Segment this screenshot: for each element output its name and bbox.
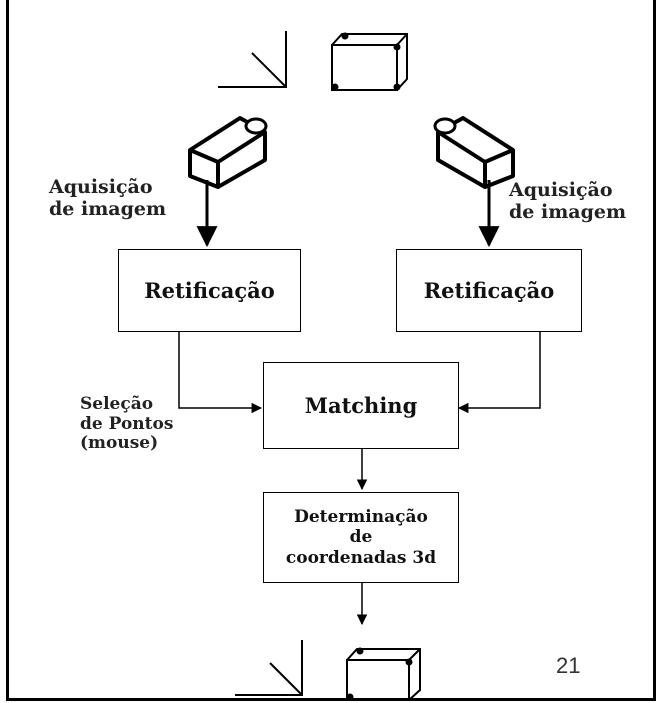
- matching-box: Matching: [263, 362, 459, 449]
- right-camera-icon: [433, 116, 515, 189]
- page-number: 21: [556, 653, 581, 678]
- left-rectification-to-matching-line: [178, 331, 263, 414]
- top-axes-icon: [218, 31, 287, 88]
- bottom-cube-icon: [346, 647, 421, 701]
- top-cube-icon: [331, 32, 408, 91]
- point-selection-label: Seleção de Pontos (mouse): [80, 394, 174, 454]
- left-acquisition-label: Aquisição de imagem: [49, 176, 167, 220]
- left-camera-icon: [188, 116, 268, 189]
- right-rectification-box: Retificação: [396, 249, 582, 332]
- determination-box: Determinação de coordenadas 3d: [263, 492, 459, 583]
- diagram-frame: [6, 0, 656, 701]
- bottom-axes-icon: [235, 640, 303, 696]
- right-rectification-to-matching-line: [457, 331, 541, 414]
- right-acquisition-label: Aquisição de imagem: [509, 179, 627, 223]
- left-rectification-box: Retificação: [118, 249, 301, 332]
